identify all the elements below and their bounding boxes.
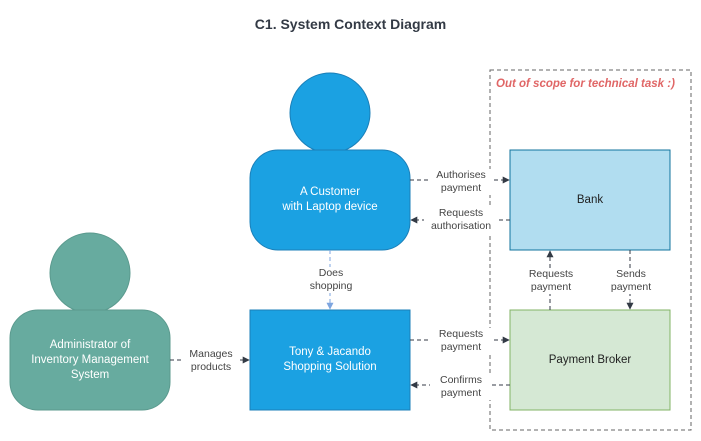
- edge-label-sends-payment: Sends payment: [600, 268, 662, 294]
- payment-broker-label: Payment Broker: [548, 353, 632, 366]
- customer-person-shape: [249, 72, 411, 251]
- out-of-scope-boundary: [489, 69, 692, 431]
- edge-label-requests-payment-sb: Requests payment: [430, 328, 492, 354]
- shopping-solution-label: Tony & Jacando Shopping Solution: [283, 346, 377, 373]
- edge-label-does-shopping: Does shopping: [302, 267, 360, 293]
- payment-broker-box: [509, 309, 671, 411]
- edge-label-authorises-payment: Authorises payment: [428, 169, 494, 195]
- shopping-solution-box: [249, 309, 411, 411]
- bank-label: Bank: [576, 193, 604, 206]
- edge-label-requests-payment-bb: Requests payment: [520, 268, 582, 294]
- bank-box: [509, 149, 671, 251]
- edge-label-requests-authorisation: Requests authorisation: [424, 207, 498, 233]
- scope-note: Out of scope for technical task :): [496, 78, 675, 90]
- edge-label-manages-products: Manages products: [182, 348, 240, 374]
- customer-label: A Customer with Laptop device: [282, 186, 378, 213]
- diagram-title: C1. System Context Diagram: [254, 16, 447, 32]
- edge-label-confirms-payment: Confirms payment: [430, 374, 492, 400]
- admin-label: Administrator of Inventory Management Sy…: [31, 338, 149, 381]
